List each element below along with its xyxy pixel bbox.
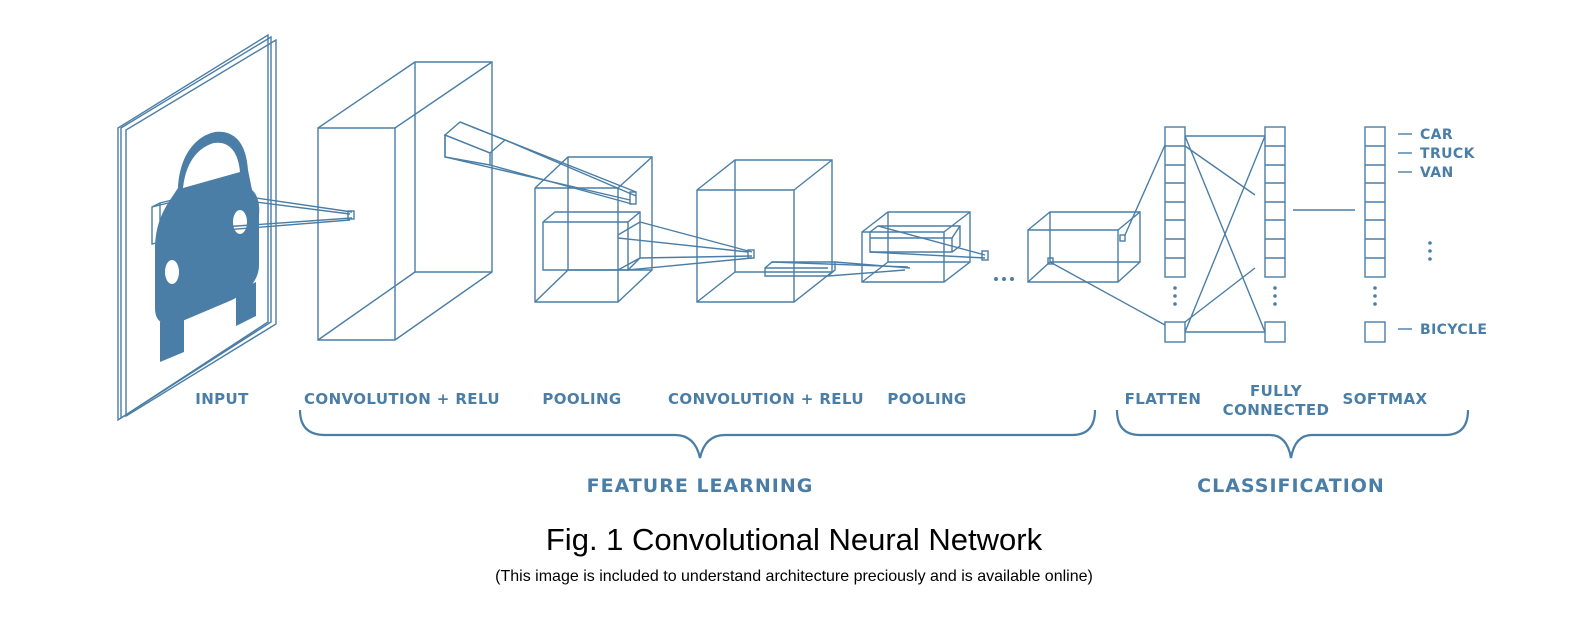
conv2-volume: [696, 159, 836, 303]
flatten-column: [1164, 126, 1186, 343]
conv1-volume: [317, 61, 507, 341]
label-softmax: SOFTMAX: [1343, 390, 1428, 408]
label-connected: CONNECTED: [1223, 401, 1330, 419]
softmax-column: [1364, 126, 1432, 343]
class-label-car: CAR: [1420, 127, 1453, 143]
ellipsis-dots: [994, 277, 1014, 281]
pool1-volume: [534, 156, 653, 303]
figure-caption-title: Fig. 1 Convolutional Neural Network: [545, 522, 1043, 557]
pool2-volume: [861, 211, 989, 283]
label-pool1: POOLING: [542, 390, 621, 408]
label-flatten: FLATTEN: [1125, 390, 1202, 408]
class-label-truck: TRUCK: [1420, 146, 1476, 162]
label-conv2: CONVOLUTION + RELU: [668, 390, 864, 408]
label-conv1: CONVOLUTION + RELU: [304, 390, 500, 408]
label-input: INPUT: [195, 390, 249, 408]
figure-caption-note: (This image is included to understand ar…: [495, 568, 1093, 585]
label-pool2: POOLING: [887, 390, 966, 408]
last-feature-volume: [1027, 211, 1141, 283]
fully-connected-column: [1264, 126, 1286, 343]
group-feature-learning: FEATURE LEARNING: [587, 475, 814, 497]
class-label-van: VAN: [1420, 165, 1454, 181]
input-image: [117, 33, 277, 422]
feature-learning-brace: [298, 409, 1097, 459]
label-fully: FULLY: [1250, 382, 1303, 400]
class-label-bicycle: BICYCLE: [1420, 322, 1487, 338]
group-classification: CLASSIFICATION: [1197, 475, 1385, 497]
car-icon: [155, 131, 260, 362]
classification-brace: [1115, 409, 1470, 459]
